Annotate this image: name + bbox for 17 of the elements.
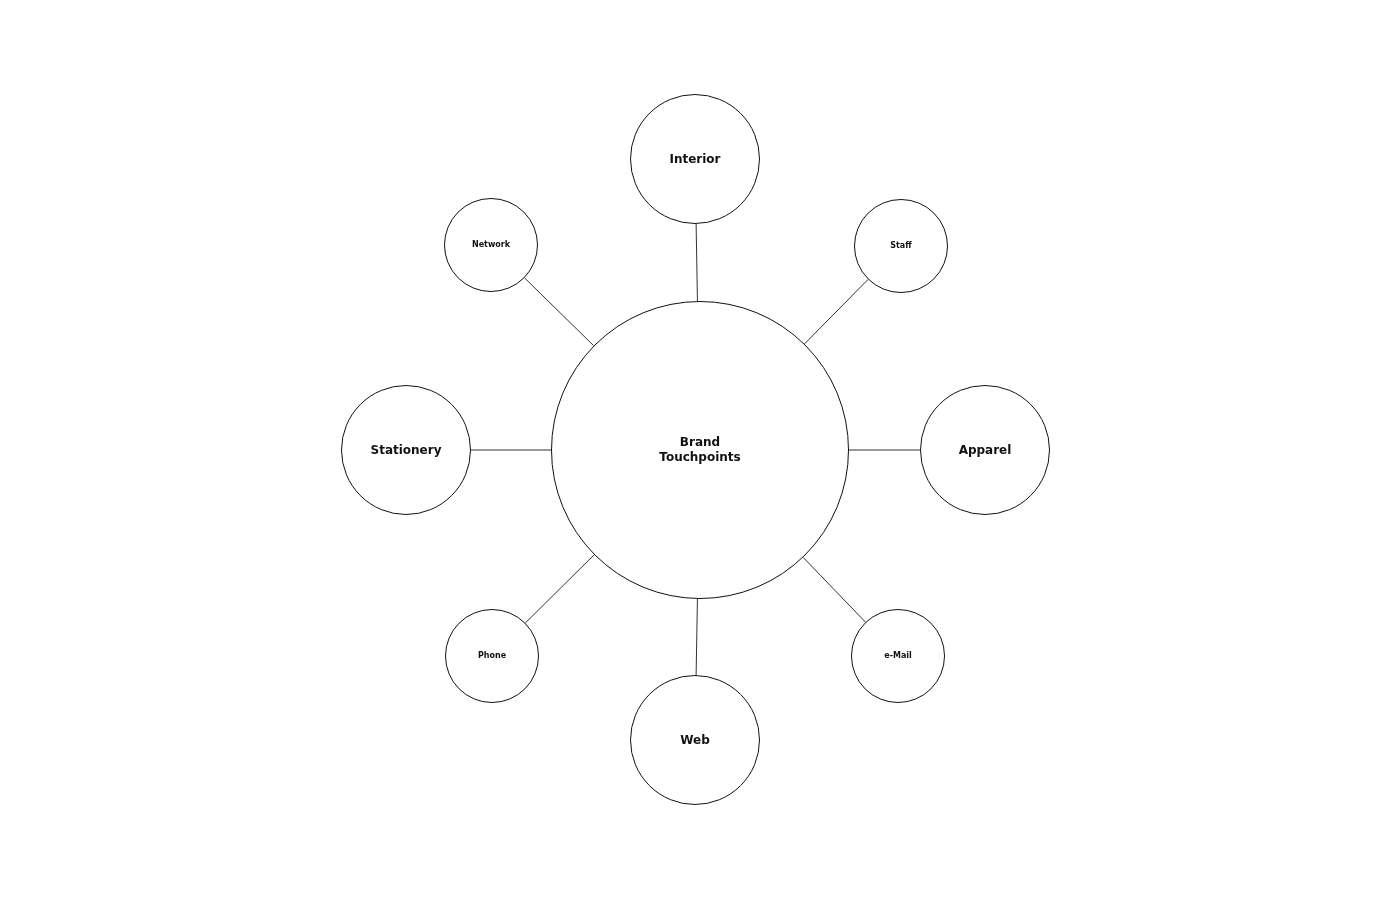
node-label: Apparel [957, 442, 1013, 458]
node-label: Phone [476, 651, 508, 661]
node-label: e-Mail [883, 651, 913, 661]
connector-line [524, 554, 595, 624]
connector-line [470, 449, 552, 451]
connector-line [524, 277, 595, 347]
connector-line [695, 598, 698, 676]
node-label: Stationery [369, 442, 443, 458]
node-label: Brand Touchpoints [658, 435, 742, 465]
connector-line [802, 556, 866, 623]
node-label: Web [679, 732, 711, 748]
node-label: Network [470, 240, 512, 250]
connector-line [695, 223, 698, 302]
connector-line [848, 449, 921, 451]
node-label: Staff [889, 241, 913, 251]
node-label: Interior [668, 151, 722, 167]
connector-line [804, 279, 869, 345]
